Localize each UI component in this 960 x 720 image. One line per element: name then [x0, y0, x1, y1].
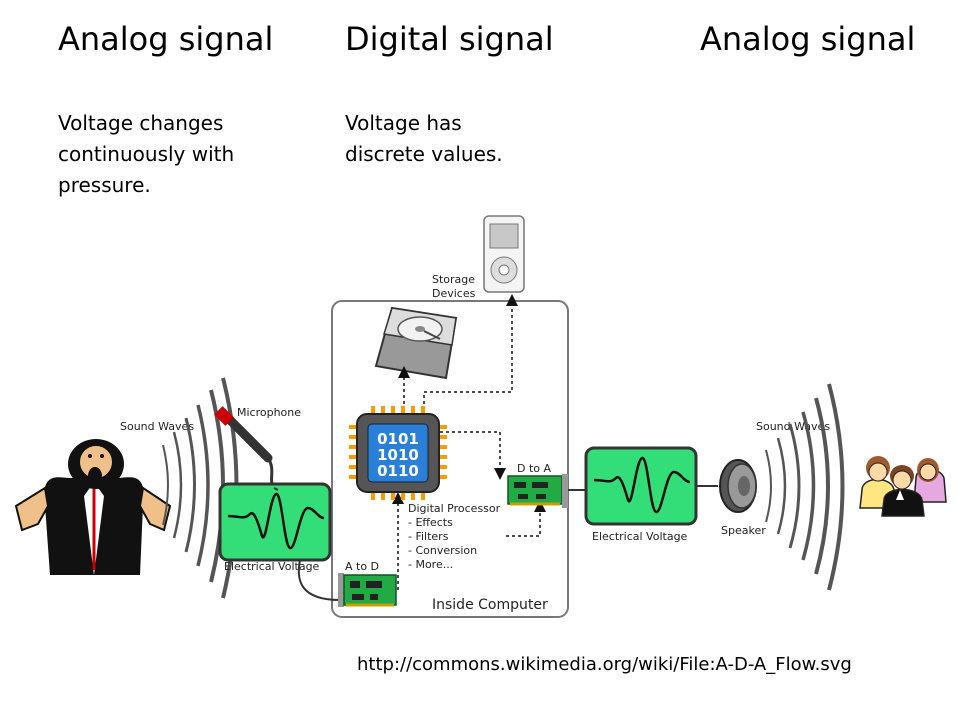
singer-person-icon — [14, 439, 172, 575]
analog-waveform-left — [227, 492, 325, 550]
digital-processor-chip-icon — [349, 406, 447, 500]
digital-signal-heading: Digital signal — [345, 20, 554, 58]
electrical-voltage-left-label: Electrical Voltage — [224, 560, 320, 573]
more-label: - More... — [408, 558, 453, 571]
digital-processor-label: Digital Processor — [408, 502, 501, 515]
effects-label: - Effects — [408, 516, 453, 529]
analog-signal-heading-left: Analog signal — [58, 20, 274, 58]
ipod-storage-icon — [483, 215, 525, 293]
speaker-icon — [719, 459, 757, 513]
a-to-d-label: A to D — [345, 560, 379, 573]
cpu-bits-line-1: 0101 — [377, 430, 419, 448]
d-to-a-label: D to A — [517, 462, 552, 475]
analog-signal-heading-right: Analog signal — [700, 20, 916, 58]
sound-waves-left-label: Sound Waves — [120, 420, 194, 433]
electrical-voltage-right-label: Electrical Voltage — [592, 530, 688, 543]
speaker-label: Speaker — [721, 524, 766, 537]
storage-devices-label-line-1: Storage — [432, 273, 475, 286]
storage-devices-label-line-2: Devices — [432, 287, 476, 300]
analog-waveform-right — [593, 456, 691, 514]
electrical-voltage-left-monitor — [218, 482, 332, 562]
inside-computer-box — [331, 300, 569, 618]
digital-description: Voltage has discrete values. — [345, 111, 503, 166]
hard-drive-icon — [374, 306, 458, 380]
conversion-label: - Conversion — [408, 544, 477, 557]
d-to-a-card-icon — [507, 474, 568, 508]
sound-waves-right-label: Sound Waves — [756, 420, 830, 433]
filters-label: - Filters — [408, 530, 449, 543]
analog-description: Voltage changes continuously with pressu… — [58, 111, 235, 197]
cpu-bits-line-3: 0110 — [377, 462, 419, 480]
a-to-d-card-icon — [338, 573, 397, 607]
source-url-link[interactable]: http://commons.wikimedia.org/wiki/File:A… — [357, 654, 852, 675]
sound-waves-right-icon — [765, 383, 845, 591]
cpu-bits-line-2: 1010 — [377, 446, 419, 464]
inside-computer-label: Inside Computer — [432, 597, 548, 613]
microphone-label: Microphone — [237, 406, 301, 419]
listeners-people-icon — [859, 456, 947, 517]
